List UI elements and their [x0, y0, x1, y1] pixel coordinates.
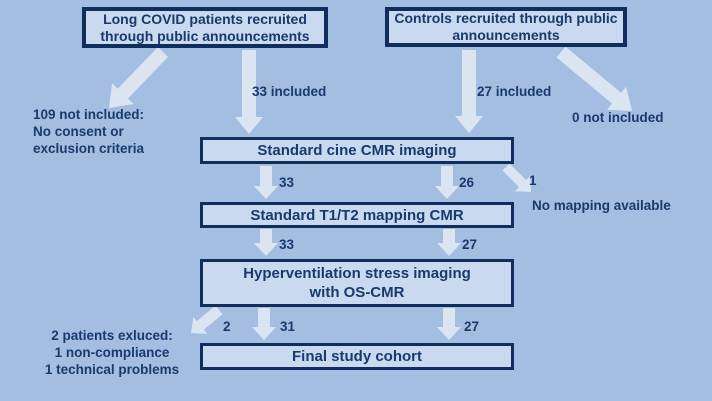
box-cine-cmr-imaging: Standard cine CMR imaging	[200, 137, 514, 164]
label-controls-included: 27 included	[477, 84, 552, 99]
label-patients-included: 33 included	[252, 84, 327, 99]
label-stress-to-final-count-right: 27	[464, 319, 480, 334]
arrow-mapping-to-stress-right	[437, 229, 461, 256]
label-patients-excluded-detail: 2 patients exluced: 1 non-compliance 1 t…	[44, 328, 180, 377]
label-mapping-to-stress-count-right: 27	[462, 237, 478, 252]
box-final-study-cohort: Final study cohort	[200, 343, 514, 370]
label-cine-to-mapping-count-left: 33	[279, 175, 295, 190]
box-t1t2-mapping-cmr: Standard T1/T2 mapping CMR	[200, 202, 514, 228]
arrow-cine-to-no-mapping	[502, 163, 531, 192]
arrow-cine-to-mapping-right	[435, 166, 459, 199]
label-mapping-to-stress-count-left: 33	[279, 237, 295, 252]
label-stress-to-final-count-left: 31	[280, 319, 296, 334]
arrow-cine-to-mapping-left	[254, 166, 278, 199]
arrow-stress-to-excluded	[191, 305, 223, 334]
box-long-covid-patients: Long COVID patients recruited through pu…	[82, 7, 328, 48]
arrow-patients-to-not-included	[109, 47, 168, 108]
label-no-mapping-count: 1	[529, 173, 537, 188]
box-controls: Controls recruited through public announ…	[385, 7, 627, 47]
label-cine-to-mapping-count-right: 26	[459, 175, 475, 190]
arrow-patients-to-cine	[235, 50, 263, 134]
arrow-stress-to-final-right	[437, 308, 461, 340]
label-patients-not-included: 109 not included: No consent or exclusio…	[33, 107, 145, 156]
label-no-mapping-available: No mapping available	[532, 198, 671, 213]
arrow-mapping-to-stress-left	[254, 229, 278, 256]
box-hyperventilation-stress-imaging: Hyperventilation stress imaging with OS-…	[200, 259, 514, 307]
label-stress-excluded-count: 2	[223, 319, 231, 334]
label-controls-not-included: 0 not included	[572, 110, 664, 125]
arrow-controls-to-cine	[455, 50, 483, 133]
arrow-controls-to-not-included	[556, 46, 632, 111]
arrow-stress-to-final-left	[252, 308, 276, 340]
